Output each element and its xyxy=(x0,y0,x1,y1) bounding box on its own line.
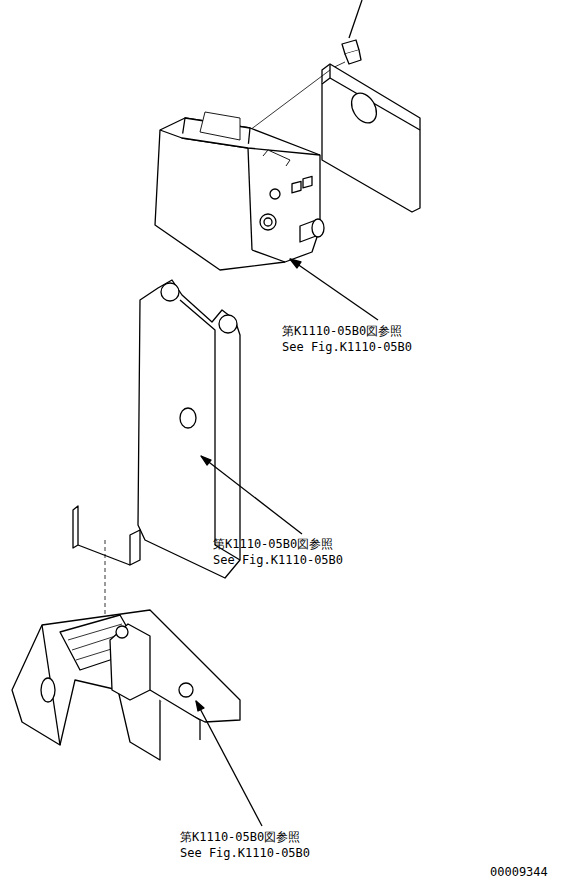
callout-reference: See Fig.K1110-05B0 xyxy=(213,553,343,568)
callout-reference: 第K1110-05B0図参照 xyxy=(213,537,333,552)
bolt xyxy=(342,40,361,64)
leader-line xyxy=(349,0,362,38)
callout-reference: See Fig.K1110-05B0 xyxy=(282,340,412,355)
callout-reference: 第K1110-05B0図参照 xyxy=(282,324,402,339)
rear-plate xyxy=(322,64,420,212)
column-cover xyxy=(73,280,240,578)
callout-reference: See Fig.K1110-05B0 xyxy=(180,846,310,861)
upper-cover xyxy=(155,112,324,270)
base-bracket xyxy=(12,610,240,760)
callout-reference: 第K1110-05B0図参照 xyxy=(180,830,300,845)
drawing-number: 00009344 xyxy=(490,865,548,880)
